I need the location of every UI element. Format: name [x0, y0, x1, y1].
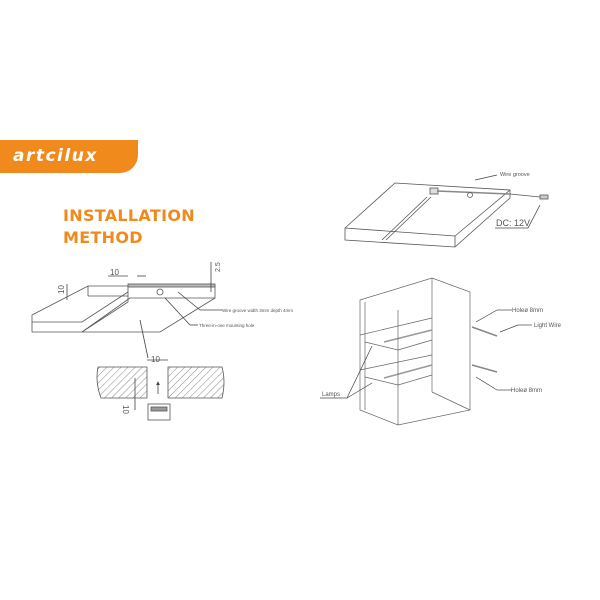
dim-section-width: 10 — [151, 355, 160, 364]
brand-logo: artcilux — [13, 146, 98, 166]
cabinet-diagram — [320, 277, 532, 426]
callout-hole-bottom: Holeø 8mm — [511, 388, 542, 394]
cross-section-diagram — [96, 359, 225, 421]
dim-groove-width: 10 — [110, 268, 119, 277]
callout-mounting-hole: Three-in-one mounting hole — [199, 323, 255, 328]
callout-light-wire: Light Wire — [534, 323, 562, 329]
panel-wire-groove-diagram — [344, 174, 549, 248]
callout-hole-top: Holeø 8mm — [512, 308, 543, 314]
page-title: INSTALLATION METHOD — [63, 205, 195, 249]
callout-wire-groove: Wire groove — [500, 172, 530, 178]
left-panel-diagram — [31, 262, 222, 359]
dim-section-depth: 10 — [121, 405, 130, 414]
brand-banner: artcilux — [0, 140, 138, 173]
title-line-1: INSTALLATION — [63, 206, 195, 225]
voltage-label: DC: 12V — [496, 218, 530, 228]
title-line-2: METHOD — [63, 228, 143, 247]
callout-lamps: Lamps — [322, 392, 340, 398]
dim-panel-thickness: 10 — [57, 285, 66, 294]
callout-wire-groove-spec: Wire groove width 3mm depth 4mm — [222, 308, 293, 313]
dim-lip: 2.5 — [215, 262, 222, 272]
